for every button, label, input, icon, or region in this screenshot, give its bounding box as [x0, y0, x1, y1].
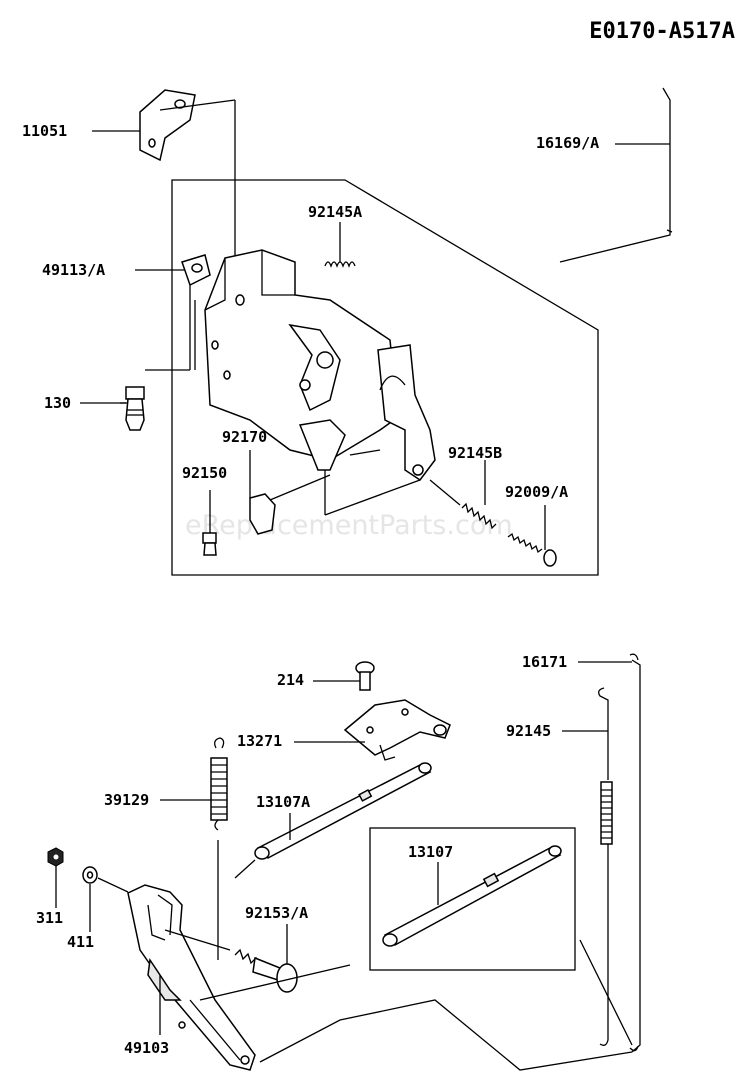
- watermark: eReplacementParts.com: [185, 510, 513, 541]
- control-plate-drawing: [181, 249, 436, 482]
- plate-13271-drawing: [343, 699, 451, 761]
- label-39129: 39129: [104, 791, 149, 809]
- bolt-92009-drawing: [507, 505, 557, 567]
- label-92170: 92170: [222, 428, 267, 446]
- label-92009: 92009/A: [505, 483, 568, 501]
- lower-assembly: [47, 653, 641, 1071]
- label-92150: 92150: [182, 464, 227, 482]
- label-92145B: 92145B: [448, 444, 502, 462]
- upper-assembly: [120, 87, 673, 576]
- label-11051: 11051: [22, 122, 67, 140]
- label-411: 411: [67, 933, 94, 951]
- inset-13107-frame: [369, 827, 576, 971]
- label-214: 214: [277, 671, 304, 689]
- bolt-130-drawing: [125, 386, 145, 431]
- label-92145: 92145: [506, 722, 551, 740]
- spring-92145B-drawing: [429, 460, 497, 530]
- screw-214-drawing: [355, 661, 375, 691]
- spring-39129-drawing: [210, 737, 228, 960]
- bolt-92153-drawing: [234, 948, 298, 993]
- label-130: 130: [44, 394, 71, 412]
- spring-92145-drawing: [598, 687, 613, 1046]
- shaft-13107A-drawing: [234, 762, 432, 879]
- label-311: 311: [36, 909, 63, 927]
- nut-311-drawing: [47, 847, 64, 867]
- rod-16171-drawing: [629, 653, 641, 1053]
- label-16169: 16169/A: [536, 134, 599, 152]
- label-13107A: 13107A: [256, 793, 310, 811]
- label-16171: 16171: [522, 653, 567, 671]
- bolt-92150-drawing: [202, 490, 217, 556]
- clip-92170-drawing: [249, 450, 331, 535]
- washer-411-drawing: [82, 866, 129, 893]
- label-49113: 49113/A: [42, 261, 105, 279]
- label-13107: 13107: [408, 843, 453, 861]
- label-13271: 13271: [237, 732, 282, 750]
- diagram-code: E0170-A517A: [589, 19, 735, 44]
- label-92145A: 92145A: [308, 203, 362, 221]
- rod-16169-drawing: [559, 87, 673, 263]
- lever-49103-drawing: [127, 884, 351, 1071]
- label-92153: 92153/A: [245, 904, 308, 922]
- spring-92145A-drawing: [324, 261, 356, 268]
- label-49103: 49103: [124, 1039, 169, 1057]
